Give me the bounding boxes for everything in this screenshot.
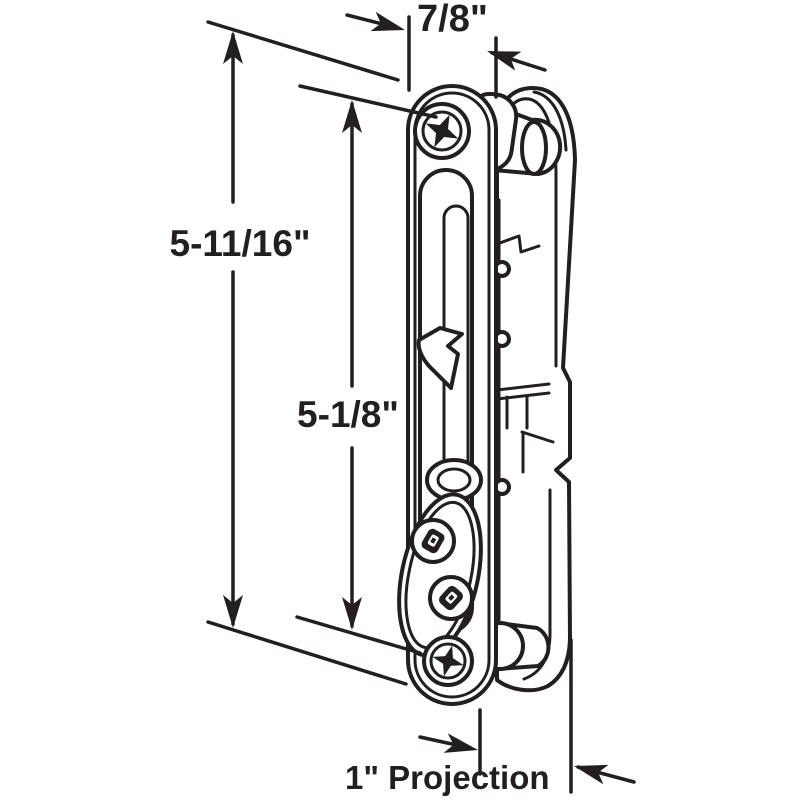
dim-projection-label: 1" Projection — [345, 759, 550, 796]
extension-line — [206, 620, 408, 686]
extension-line — [295, 615, 422, 655]
dim-projection: 1" Projection — [345, 638, 636, 796]
arrowhead-down-icon — [223, 595, 243, 628]
dim-top-width: 7/8" — [345, 0, 547, 99]
dim-inner-height-label: 5-1/8" — [297, 394, 399, 435]
cutout-interior — [416, 204, 470, 615]
latch-step-line — [495, 382, 551, 392]
dim-inner-height: 5-1/8" — [295, 84, 438, 655]
arrowhead-left-icon — [574, 764, 609, 785]
phillips-cross-icon — [425, 114, 459, 148]
top-mounting-screw — [413, 102, 471, 160]
lock-mechanism — [397, 458, 483, 658]
dim-overall-height-label: 5-11/16" — [170, 223, 311, 264]
phillips-cross-icon — [432, 645, 464, 677]
arrowhead-up-icon — [342, 100, 362, 133]
dim-overall-height: 5-11/16" — [170, 20, 408, 686]
extension-line — [206, 20, 400, 82]
keeper-notch — [495, 234, 541, 254]
handle-drawing — [397, 84, 577, 706]
plate-rim — [413, 91, 491, 699]
arrowhead-right-icon — [370, 11, 405, 32]
dim-top-width-label: 7/8" — [417, 0, 488, 40]
arrowhead-up-icon — [223, 31, 243, 64]
extension-line — [298, 84, 438, 119]
lock-button-upper — [410, 518, 456, 564]
latch-hook — [416, 326, 464, 390]
arrowhead-down-icon — [342, 597, 362, 630]
bottom-mounting-screw — [422, 635, 474, 687]
lock-button-lower — [428, 575, 474, 621]
arrowhead-right-icon — [443, 733, 478, 753]
arrowhead-left-icon — [487, 51, 522, 71]
